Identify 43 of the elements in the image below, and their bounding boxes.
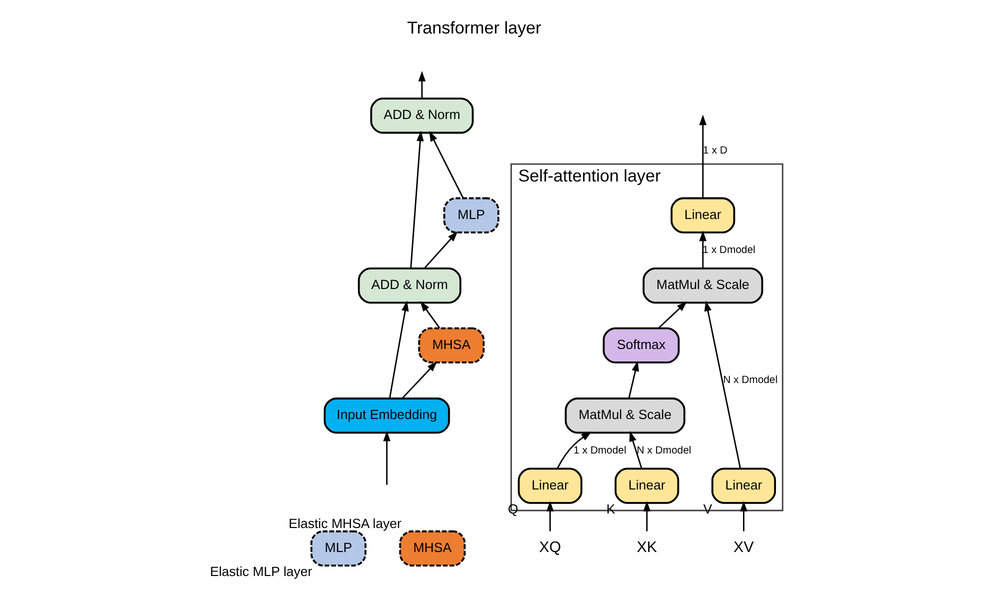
arrow: [423, 231, 458, 269]
edge-label: N x Dmodel: [722, 375, 778, 386]
node-box: Linear: [614, 468, 679, 504]
arrow: [556, 432, 592, 469]
edge-label: N x Dmodel: [636, 445, 691, 456]
edge-label: 1 x D: [702, 145, 727, 156]
arrow: [401, 361, 437, 399]
arrow: [546, 500, 554, 532]
arrow: [628, 431, 642, 469]
node-box: MHSA: [418, 327, 484, 364]
node-box: MHSA: [398, 530, 466, 566]
arrow: [382, 430, 390, 485]
node-box: MLP: [442, 197, 499, 234]
arrow: [698, 114, 706, 198]
arrow: [418, 70, 426, 98]
node-text: XV: [733, 539, 754, 556]
node-box: Softmax: [602, 327, 680, 364]
arrow: [428, 130, 464, 199]
node-text: XQ: [538, 539, 561, 556]
arrow: [628, 360, 638, 399]
node-box: Linear: [710, 468, 776, 504]
node-text: XK: [636, 539, 657, 556]
node-box: MLP: [310, 530, 366, 566]
node-label: Elastic MHSA layer: [288, 516, 401, 531]
arrow: [420, 301, 440, 328]
arrow: [698, 230, 706, 268]
edge-label: 1 x Dmodel: [702, 245, 755, 256]
node-box: Linear: [517, 468, 582, 504]
edge-label: 1 x Dmodel: [573, 445, 626, 456]
node-box: MatMul & Scale: [564, 398, 685, 434]
arrow: [704, 300, 741, 469]
node-box: Linear: [670, 197, 735, 234]
node-box: ADD & Norm: [357, 268, 461, 304]
node-label: Elastic MLP layer: [209, 564, 312, 580]
arrow: [642, 500, 650, 532]
label: Transformer layer: [406, 18, 541, 38]
node-box: ADD & Norm: [370, 98, 474, 134]
arrow: [388, 300, 408, 399]
arrow: [410, 130, 424, 268]
node-box: MatMul & Scale: [642, 268, 763, 304]
node-box: Input Embedding: [323, 398, 450, 434]
arrow: [740, 500, 747, 532]
arrow: [658, 301, 687, 328]
